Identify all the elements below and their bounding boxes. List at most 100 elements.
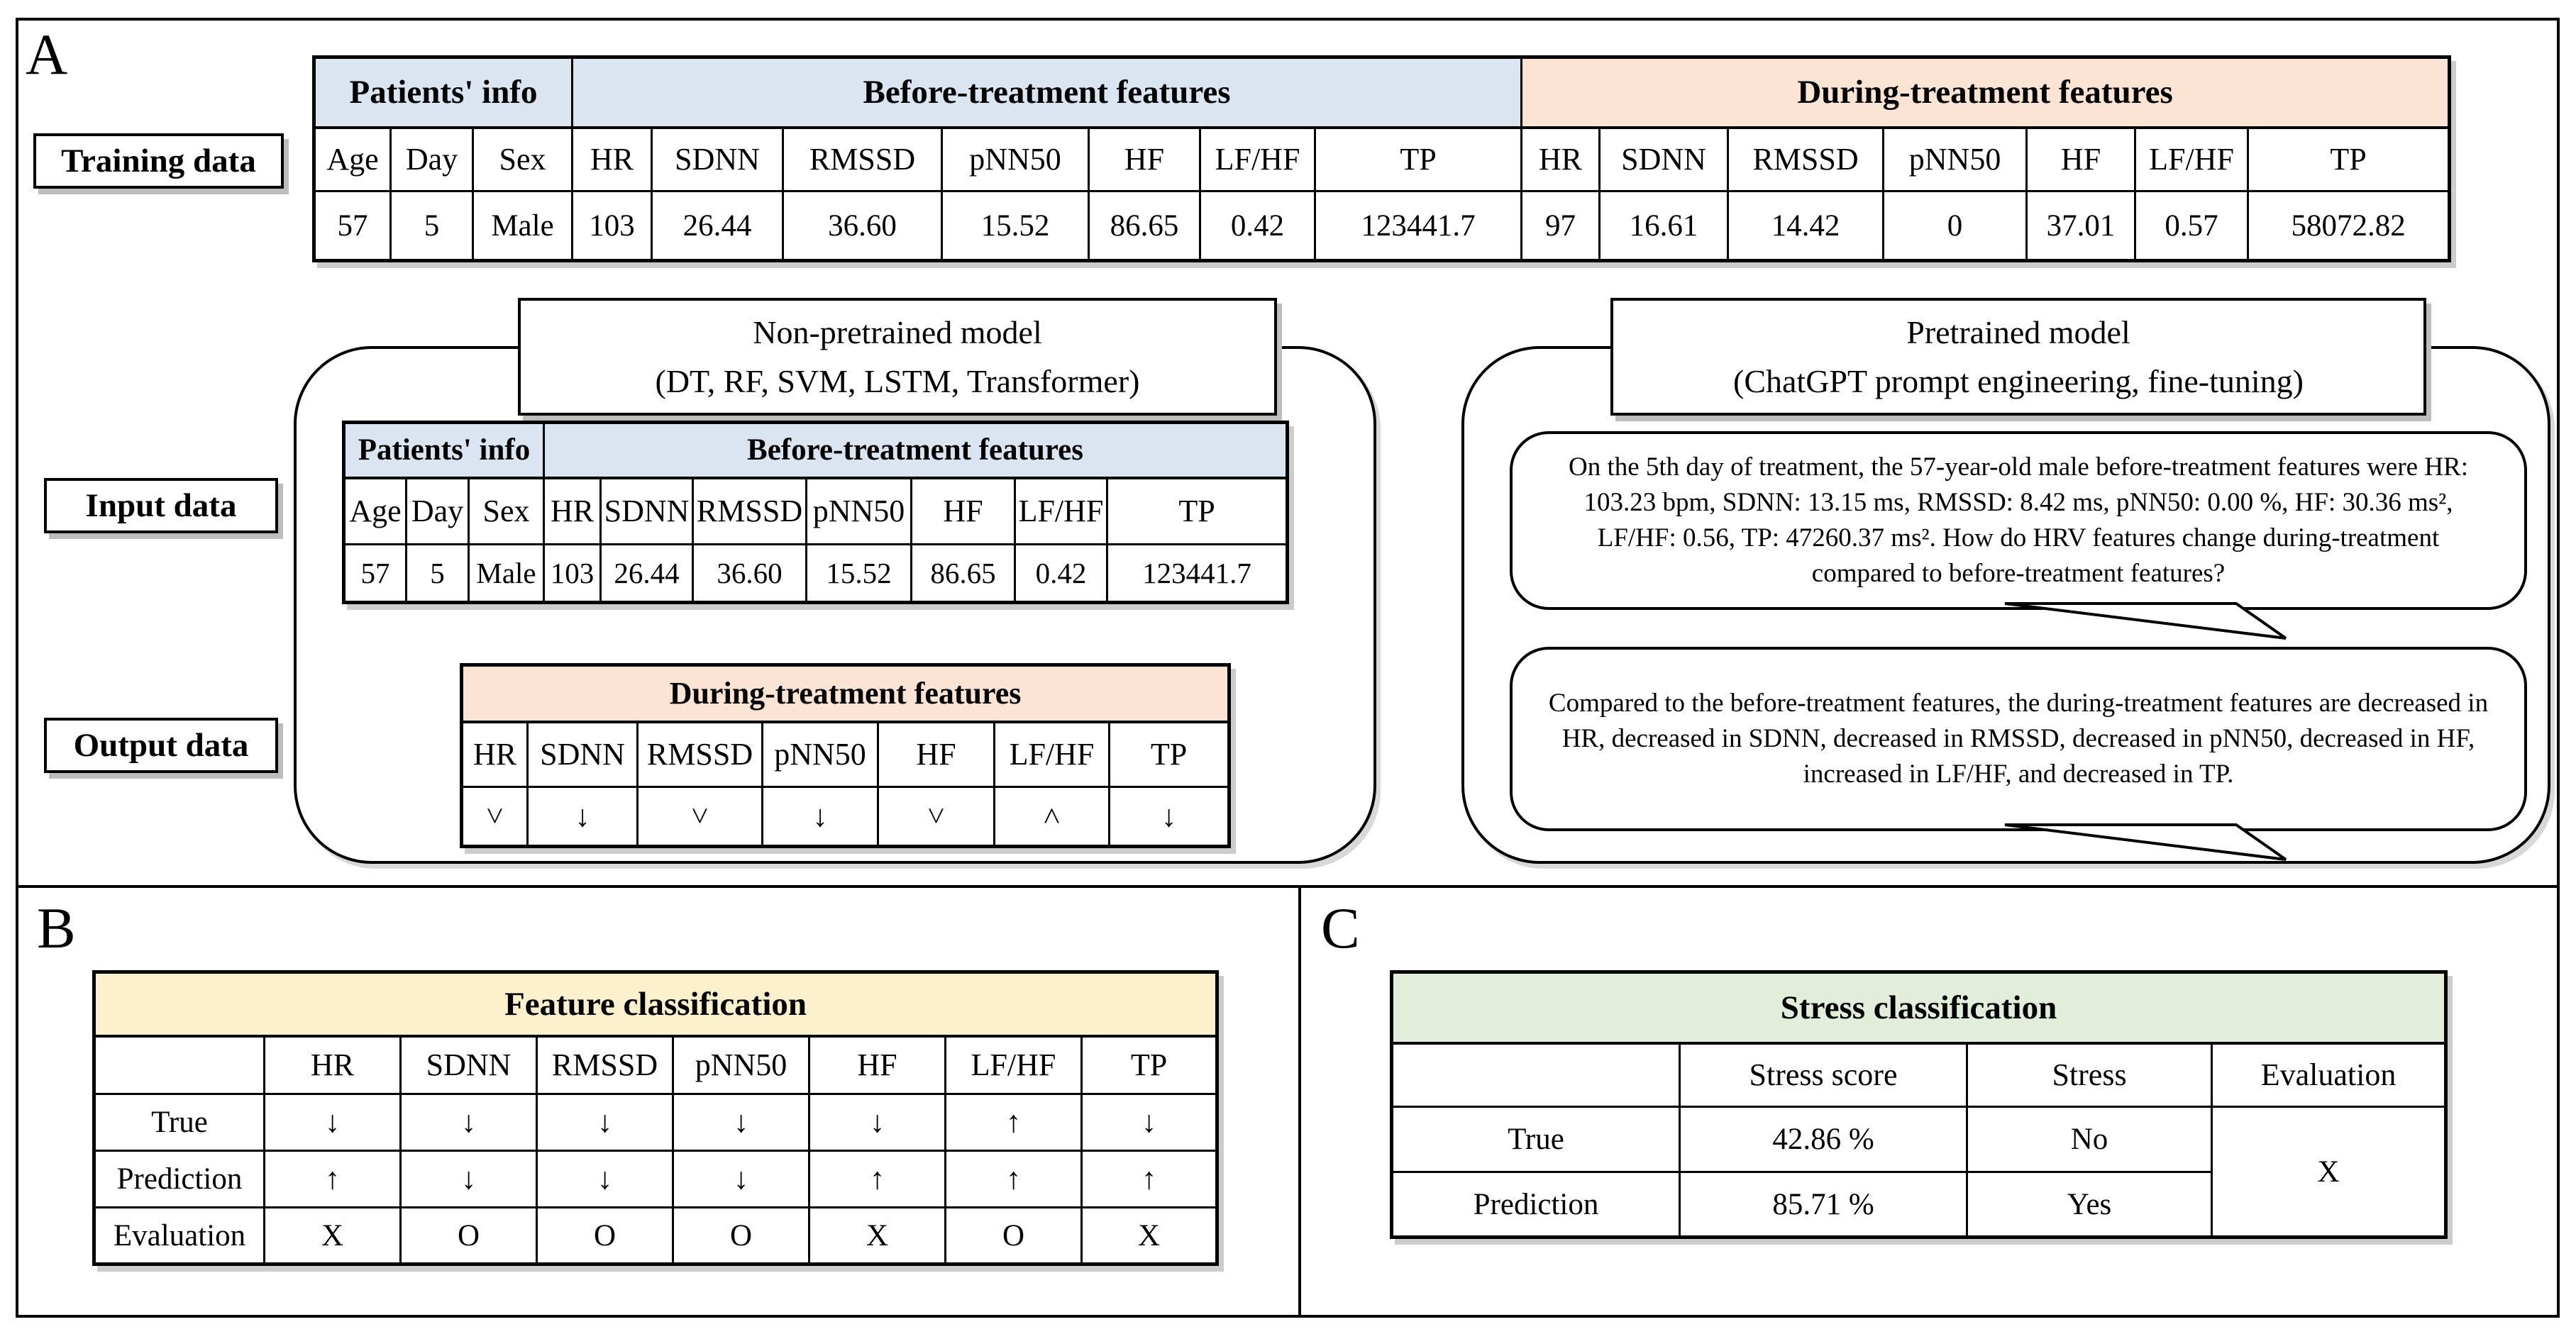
patients-info-header: Patients' info <box>343 421 545 479</box>
section-divider-vertical <box>1298 885 1301 1315</box>
non-pretrained-model-subtitle: (DT, RF, SVM, LSTM, Transformer) <box>655 363 1140 399</box>
prompt-bubble: On the 5th day of treatment, the 57-year… <box>1510 431 2527 640</box>
output-arrow-row: ˅ ↓ ˅ ↓ ˅ ˄ ↓ <box>460 786 1231 847</box>
value-cell: 36.60 <box>782 190 944 262</box>
value-cell: 0 <box>1882 190 2028 262</box>
feature-classification-title: Feature classification <box>92 971 1219 1038</box>
feature-evaluation-row: Evaluation X O O O X O X <box>93 1206 1219 1265</box>
panel-b-label: B <box>37 896 76 960</box>
column-header-cell: HR <box>571 126 653 192</box>
value-cell: 85.71 % <box>1679 1171 1968 1238</box>
value-cell: 5 <box>405 543 470 604</box>
during-treatment-header: During-treatment features <box>1520 56 2451 129</box>
non-pretrained-model-box: Non-pretrained model (DT, RF, SVM, LSTM,… <box>518 298 1277 416</box>
trend-arrow-icon: ↓ <box>672 1093 810 1152</box>
during-treatment-header: During-treatment features <box>460 664 1231 723</box>
column-header-cell: pNN50 <box>805 477 912 545</box>
column-header-cell: Age <box>313 126 392 192</box>
non-pretrained-model-title: Non-pretrained model <box>753 314 1042 350</box>
feature-column-header-row: HR SDNN RMSSD pNN50 HF LF/HF TP <box>93 1035 1219 1095</box>
column-header-cell: pNN50 <box>672 1035 810 1095</box>
column-header-cell: pNN50 <box>941 126 1090 192</box>
column-header-cell: HF <box>1088 126 1202 192</box>
feature-true-row: True ↓ ↓ ↓ ↓ ↓ ↑ ↓ <box>93 1093 1219 1152</box>
column-header-cell: HR <box>543 477 602 545</box>
value-cell: 26.44 <box>651 190 785 262</box>
evaluation-cell: X <box>808 1206 946 1265</box>
training-value-row: 57 5 Male 103 26.44 36.60 15.52 86.65 0.… <box>313 190 2451 262</box>
value-cell: 0.42 <box>1199 190 1317 262</box>
training-table: Patients' info Before-treatment features… <box>312 55 2452 262</box>
trend-arrow-icon: ↑ <box>944 1150 1083 1208</box>
trend-arrow-icon: ↑ <box>808 1150 946 1208</box>
evaluation-cell: O <box>536 1206 674 1265</box>
value-cell: 103 <box>571 190 653 262</box>
value-cell: 86.65 <box>910 543 1016 604</box>
input-column-header-row: Age Day Sex HR SDNN RMSSD pNN50 HF LF/HF… <box>343 477 1289 545</box>
column-header-cell: SDNN <box>651 126 785 192</box>
row-label-cell: True <box>93 1093 265 1152</box>
trend-arrow-icon: ↓ <box>399 1150 538 1208</box>
trend-arrow-icon: ↓ <box>536 1093 674 1152</box>
row-label-cell: Prediction <box>93 1150 265 1208</box>
trend-arrow-icon: ˅ <box>460 786 529 847</box>
input-group-header-row: Patients' info Before-treatment features <box>343 421 1289 479</box>
training-group-header-row: Patients' info Before-treatment features… <box>312 56 2451 129</box>
column-header-cell: TP <box>1105 477 1289 545</box>
feature-classification-table: Feature classification HR SDNN RMSSD pNN… <box>92 970 1220 1266</box>
pretrained-model-title: Pretrained model <box>1906 314 2130 350</box>
trend-arrow-icon: ↓ <box>1107 786 1231 847</box>
value-cell: 57 <box>343 543 407 604</box>
value-cell: 5 <box>389 190 474 262</box>
column-header-cell: Day <box>405 477 470 545</box>
pretrained-model-subtitle: (ChatGPT prompt engineering, fine-tuning… <box>1733 363 2304 399</box>
evaluation-cell: X <box>2210 1106 2448 1238</box>
output-table: During-treatment features HR SDNN RMSSD … <box>460 663 1232 848</box>
value-cell: Male <box>468 543 545 604</box>
stress-classification-table: Stress classification Stress score Stres… <box>1390 970 2448 1239</box>
stress-classification-title: Stress classification <box>1390 971 2448 1045</box>
row-label-cell: Prediction <box>1391 1171 1681 1238</box>
column-header-cell: TP <box>1314 126 1523 192</box>
input-table: Patients' info Before-treatment features… <box>342 421 1290 604</box>
value-cell: 42.86 % <box>1679 1106 1968 1173</box>
value-cell: 36.60 <box>692 543 807 604</box>
value-cell: 14.42 <box>1727 190 1885 262</box>
value-cell: 26.44 <box>599 543 694 604</box>
column-header-cell: Evaluation <box>2210 1042 2448 1108</box>
training-column-header-row: Age Day Sex HR SDNN RMSSD pNN50 HF LF/HF… <box>313 126 2451 192</box>
column-header-cell: HR <box>1520 126 1601 192</box>
evaluation-cell: X <box>1080 1206 1219 1265</box>
trend-arrow-icon: ↓ <box>263 1093 402 1152</box>
column-header-cell: SDNN <box>599 477 694 545</box>
patients-info-header: Patients' info <box>312 56 574 129</box>
column-header-cell: LF/HF <box>2134 126 2250 192</box>
panel-a-label: A <box>26 22 68 87</box>
value-cell: No <box>1966 1106 2213 1173</box>
training-data-label: Training data <box>33 133 284 189</box>
column-header-cell: HR <box>460 721 529 788</box>
trend-arrow-icon: ↓ <box>399 1093 538 1152</box>
value-cell: 123441.7 <box>1105 543 1289 604</box>
before-treatment-header: Before-treatment features <box>571 56 1523 129</box>
value-cell: 58072.82 <box>2247 190 2451 262</box>
evaluation-cell: O <box>944 1206 1083 1265</box>
column-header-cell: RMSSD <box>536 1035 674 1095</box>
column-header-cell: Sex <box>471 126 574 192</box>
value-cell: Male <box>471 190 574 262</box>
trend-arrow-icon: ˅ <box>877 786 995 847</box>
column-header-cell: RMSSD <box>782 126 944 192</box>
trend-arrow-icon: ↓ <box>808 1093 946 1152</box>
panel-c-label: C <box>1321 896 1360 960</box>
evaluation-cell: O <box>672 1206 810 1265</box>
input-value-row: 57 5 Male 103 26.44 36.60 15.52 86.65 0.… <box>343 543 1289 604</box>
feature-prediction-row: Prediction ↑ ↓ ↓ ↓ ↑ ↑ ↑ <box>93 1150 1219 1208</box>
value-cell: 15.52 <box>805 543 912 604</box>
value-cell: 0.42 <box>1014 543 1108 604</box>
pretrained-model-box: Pretrained model (ChatGPT prompt enginee… <box>1610 298 2426 416</box>
row-label-cell: True <box>1391 1106 1681 1173</box>
value-cell: 123441.7 <box>1314 190 1523 262</box>
column-header-cell: Sex <box>468 477 545 545</box>
column-header-cell: HR <box>263 1035 402 1095</box>
